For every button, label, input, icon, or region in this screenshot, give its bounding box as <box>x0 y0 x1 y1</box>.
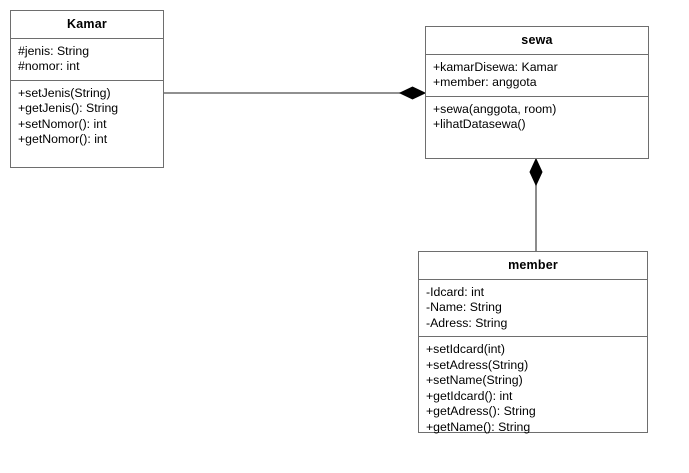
attribute-row: -Name: String <box>426 300 502 314</box>
attribute-row: #nomor: int <box>18 59 80 73</box>
class-attributes-sewa: +kamarDisewa: Kamar +member: anggota <box>426 55 648 97</box>
method-row: +getName(): String <box>426 419 531 434</box>
method-row: +sewa(anggota, room) <box>433 101 557 116</box>
method-row: +setIdcard(int) <box>426 342 505 356</box>
class-methods-kamar: +setJenis(String) +getJenis(): String +s… <box>11 81 163 168</box>
attribute-row: -Adress: String <box>426 315 508 330</box>
attribute-row: +member: anggota <box>433 75 537 89</box>
composition-diamond-icon-kamar-sewa <box>398 86 427 100</box>
class-title-sewa: sewa <box>426 27 648 55</box>
class-title-kamar: Kamar <box>11 11 163 39</box>
method-row: +getJenis(): String <box>18 101 119 115</box>
class-attributes-member: -Idcard: int -Name: String -Adress: Stri… <box>419 280 647 337</box>
method-row: +lihatDatasewa() <box>433 117 526 131</box>
relationship-kamar-sewa[interactable] <box>163 86 427 100</box>
class-box-member[interactable]: member -Idcard: int -Name: String -Adres… <box>418 251 648 434</box>
class-box-kamar[interactable]: Kamar #jenis: String #nomor: int +setJen… <box>10 10 164 168</box>
method-row: +getIdcard(): int <box>426 388 513 403</box>
method-row: +setJenis(String) <box>18 85 111 100</box>
class-box-sewa[interactable]: sewa +kamarDisewa: Kamar +member: anggot… <box>425 26 649 159</box>
method-row: +setAdress(String) <box>426 357 529 372</box>
method-row: +setName(String) <box>426 373 523 387</box>
attribute-row: -Idcard: int <box>426 284 485 299</box>
method-row: +getNomor(): int <box>18 132 108 146</box>
method-row: +getAdress(): String <box>426 404 536 418</box>
class-attributes-kamar: #jenis: String #nomor: int <box>11 39 163 81</box>
class-methods-sewa: +sewa(anggota, room) +lihatDatasewa() <box>426 97 648 159</box>
class-title-member: member <box>419 252 647 280</box>
method-row: +setNomor(): int <box>18 116 107 131</box>
relationship-member-sewa[interactable] <box>529 157 543 251</box>
attribute-row: #jenis: String <box>18 43 90 58</box>
class-methods-member: +setIdcard(int) +setAdress(String) +setN… <box>419 337 647 440</box>
attribute-row: +kamarDisewa: Kamar <box>433 59 558 74</box>
composition-diamond-icon-member-sewa <box>529 157 543 187</box>
